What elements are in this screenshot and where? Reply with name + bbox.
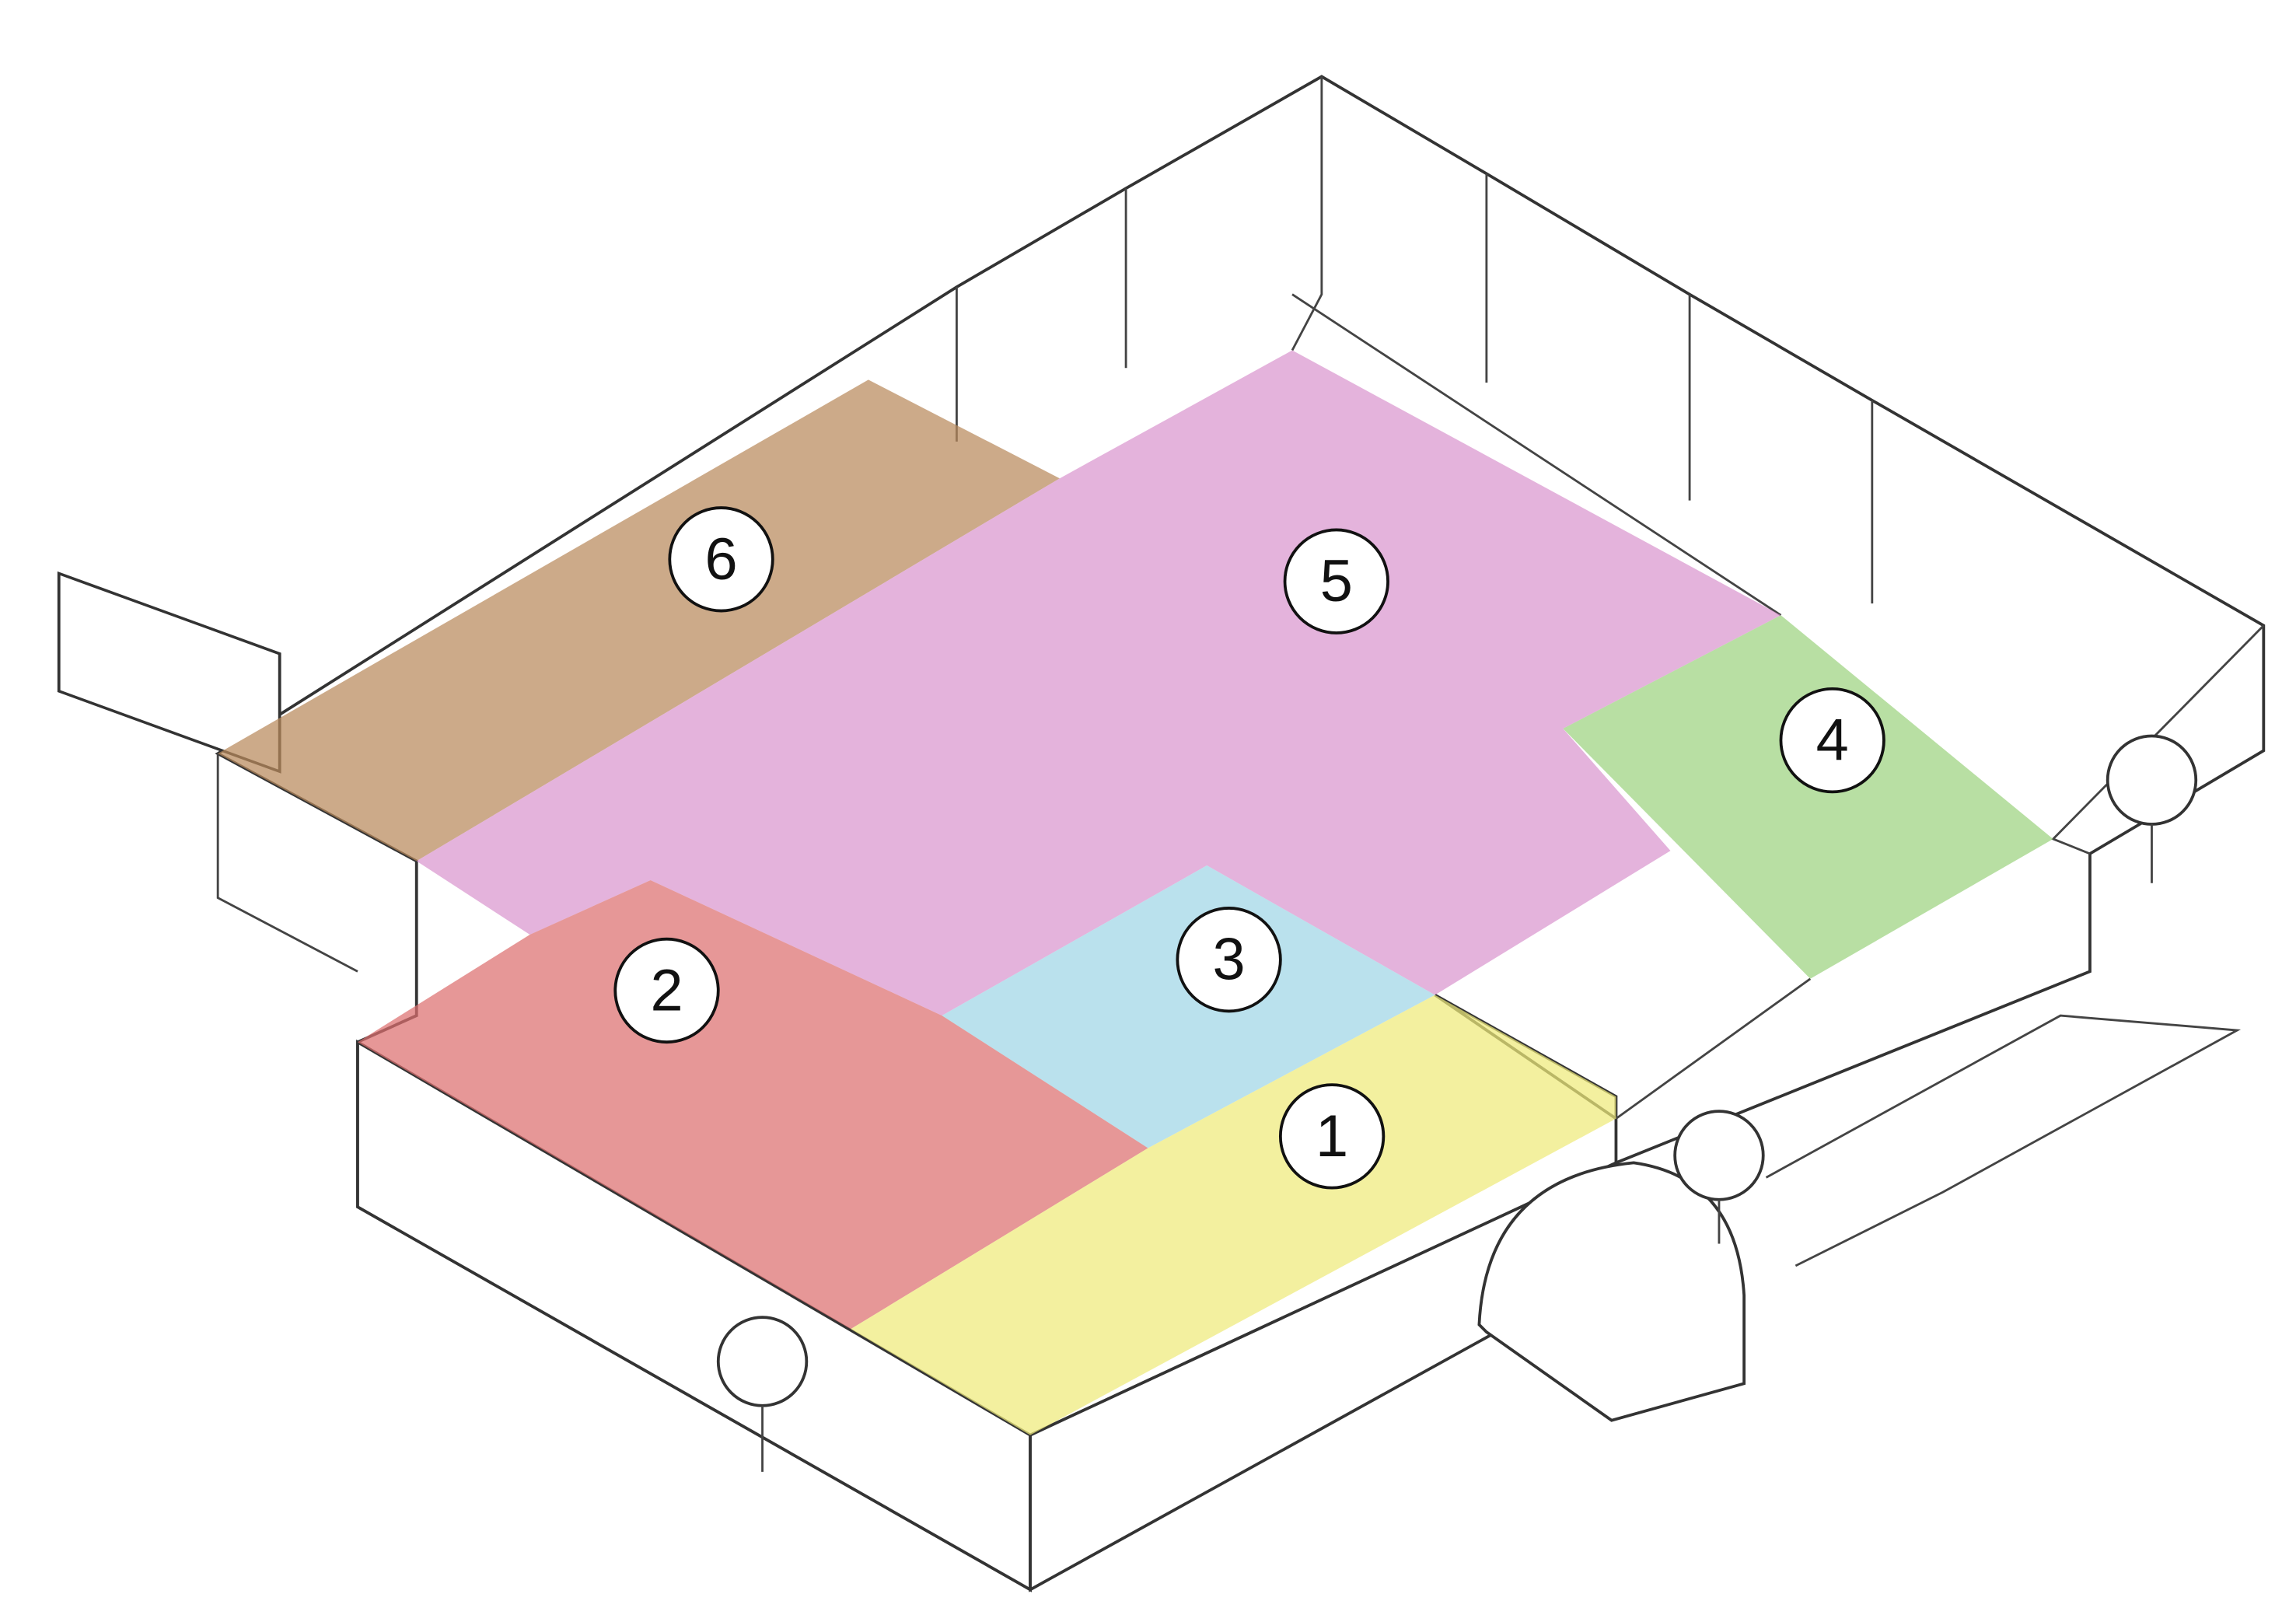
zone-5-badge: 5 <box>1283 528 1389 634</box>
zone-2-label: 2 <box>650 957 683 1023</box>
zone-1-entrance[interactable] <box>851 995 1616 1435</box>
tree-icon <box>2106 734 2198 883</box>
zone-3-fresh-counter[interactable] <box>942 865 1435 1148</box>
zone-3-label: 3 <box>1213 927 1246 993</box>
tree-icon <box>716 1316 809 1472</box>
parking-lines <box>1765 1014 2242 1267</box>
zone-2-checkout[interactable] <box>358 879 1148 1330</box>
tree-icon <box>1673 1110 1765 1244</box>
zone-4-badge: 4 <box>1779 687 1885 794</box>
zone-2-badge: 2 <box>613 937 720 1044</box>
zone-1-label: 1 <box>1316 1103 1348 1169</box>
zone-1-badge: 1 <box>1278 1083 1386 1190</box>
zone-4-bakery[interactable] <box>1563 615 2053 979</box>
zone-5-label: 5 <box>1320 548 1353 614</box>
zone-3-badge: 3 <box>1176 907 1282 1013</box>
zone-4-label: 4 <box>1816 708 1849 774</box>
entrance-canopy <box>1477 1161 1746 1422</box>
zone-6-badge: 6 <box>668 506 774 613</box>
zone-5-sales-floor[interactable] <box>416 350 1781 1016</box>
zone-6-label: 6 <box>704 526 737 593</box>
delivery-truck <box>57 571 281 774</box>
zone-6-storage[interactable] <box>218 379 1060 862</box>
